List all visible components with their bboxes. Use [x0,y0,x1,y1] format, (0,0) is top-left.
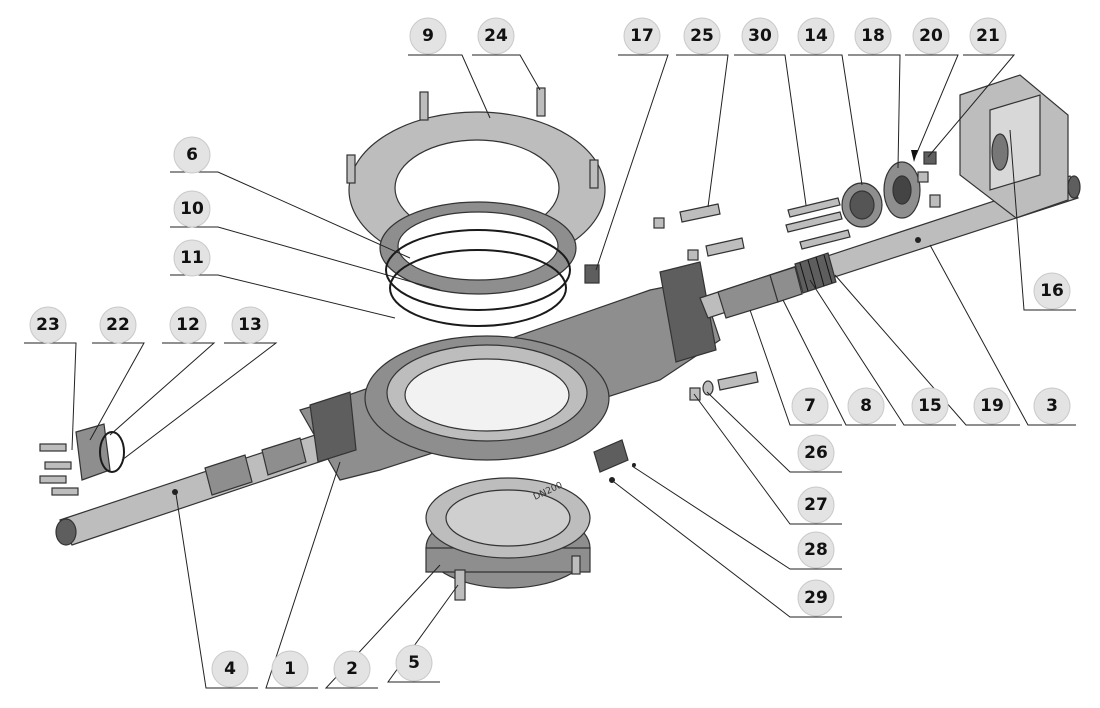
callout-17: 17 [623,17,661,55]
svg-text:28: 28 [804,540,828,560]
callout-2: 2 [333,650,371,688]
callout-9: 9 [409,17,447,55]
rivet-part-29 [609,477,615,483]
nut-part-21 [923,151,941,208]
callout-12: 12 [169,306,207,344]
callout-3: 3 [1033,387,1071,425]
screw-part-20 [911,150,929,183]
o-ring-part-10 [385,229,571,311]
bolts-part-23 [39,443,79,496]
spring-part-15 [794,252,837,294]
svg-text:11: 11 [180,248,204,268]
bushing-part-7 [717,274,779,319]
svg-text:2: 2 [346,659,358,679]
callout-19: 19 [973,387,1011,425]
callout-16: 16 [1033,272,1071,310]
callout-11: 11 [173,239,211,277]
key-part-17 [584,264,600,284]
callout-1: 1 [271,650,309,688]
svg-text:27: 27 [804,495,828,515]
svg-text:16: 16 [1040,281,1064,301]
callout-28: 28 [797,531,835,569]
svg-text:14: 14 [804,26,828,46]
valve-body-part-1 [299,261,721,481]
callout-30: 30 [741,17,779,55]
seat-ring-part-6 [379,201,577,295]
shaft-left-part-4 [55,429,341,546]
nameplate-part-28 [593,439,636,473]
svg-text:19: 19 [980,396,1004,416]
callout-5: 5 [395,644,433,682]
svg-text:7: 7 [804,396,816,416]
callout-6: 6 [173,136,211,174]
callout-21: 21 [969,17,1007,55]
sleeve-part-14 [841,182,883,228]
callout-8: 8 [847,387,885,425]
callout-23: 23 [29,306,67,344]
svg-text:9: 9 [422,26,434,46]
svg-text:30: 30 [748,26,772,46]
leader-lines [24,54,1076,689]
callout-15: 15 [911,387,949,425]
callout-labels: 9 24 17 25 30 14 18 20 21 6 10 11 16 23 … [29,17,1071,688]
svg-text:4: 4 [224,659,236,679]
svg-text:24: 24 [484,26,508,46]
bushing-part-8 [769,266,803,303]
svg-text:21: 21 [976,26,1000,46]
pins-part-30 [785,197,851,250]
svg-text:22: 22 [106,315,130,335]
collar-part-18 [883,161,921,219]
callout-4: 4 [211,650,249,688]
callout-22: 22 [99,306,137,344]
callout-14: 14 [797,17,835,55]
callout-10: 10 [173,190,211,228]
svg-text:23: 23 [36,315,60,335]
svg-text:26: 26 [804,443,828,463]
svg-text:18: 18 [861,26,885,46]
svg-text:13: 13 [238,315,262,335]
svg-text:5: 5 [408,653,420,673]
svg-text:1: 1 [284,659,296,679]
svg-text:3: 3 [1046,396,1058,416]
nut-part-26 [702,380,714,396]
stem-pins-part-5 [454,555,581,601]
mounting-bracket-part-16 [959,74,1069,219]
svg-text:15: 15 [918,396,942,416]
svg-text:10: 10 [180,199,204,219]
callout-24: 24 [477,17,515,55]
washer-part-27 [689,387,701,401]
callout-13: 13 [231,306,269,344]
svg-text:6: 6 [186,145,198,165]
valve-disc-part-2: DN200 [425,477,591,589]
svg-text:17: 17 [630,26,654,46]
svg-text:8: 8 [860,396,872,416]
svg-text:12: 12 [176,315,200,335]
o-ring-part-11 [389,249,567,327]
callout-25: 25 [683,17,721,55]
callout-26: 26 [797,434,835,472]
bolts-part-25 [653,203,759,391]
svg-text:20: 20 [919,26,943,46]
callout-7: 7 [791,387,829,425]
callout-18: 18 [854,17,892,55]
svg-text:29: 29 [804,588,828,608]
callout-27: 27 [797,486,835,524]
end-cover-plate-part-22 [75,423,125,481]
svg-text:25: 25 [690,26,714,46]
callout-29: 29 [797,579,835,617]
callout-20: 20 [912,17,950,55]
